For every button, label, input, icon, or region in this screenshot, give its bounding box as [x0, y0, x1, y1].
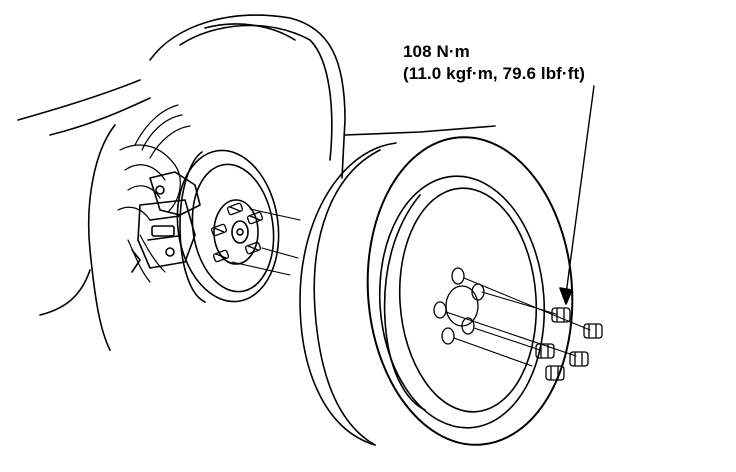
brake-rotor: [176, 149, 280, 303]
bolt-hole-right-lower: [461, 317, 475, 335]
torque-conversion-label: (11.0 kgf·m, 79.6 lbf·ft): [403, 64, 585, 83]
rotor-inner-edge: [191, 163, 275, 293]
arrow-head: [559, 287, 573, 305]
tire-tread-back: [299, 142, 397, 446]
torque-leader-arrow: [559, 85, 595, 305]
wheel-hub: [213, 199, 259, 265]
hub-center: [231, 220, 249, 244]
stud-right-upper: [246, 211, 264, 225]
torque-value-label: 108 N·m: [403, 42, 470, 61]
rotor-thickness: [179, 151, 206, 303]
tire-sidewall-outer: [366, 136, 574, 446]
bumper-edge: [39, 269, 91, 316]
tire-tread-mid: [313, 149, 381, 446]
wheel-tire: [299, 136, 574, 446]
stud-left-upper: [210, 223, 228, 237]
wheel-center-bore: [445, 285, 479, 327]
lug-nut-4: [569, 351, 589, 367]
alignment-lines: [231, 208, 301, 276]
body-line-upper: [17, 79, 141, 121]
lug-nut-1: [551, 307, 571, 323]
rotor-outer-edge: [176, 149, 280, 303]
stud-top: [226, 202, 244, 216]
wheel-studs: [210, 202, 264, 263]
inner-fender-line: [204, 23, 296, 41]
rim-inner: [398, 187, 538, 413]
bolt-hole-left-lower: [441, 327, 455, 345]
body-line-lower: [49, 97, 151, 136]
lug-nut-2: [583, 323, 603, 339]
fender-arch-outer: [149, 14, 346, 179]
wheel-bolt-holes: [433, 267, 485, 345]
hub-flange: [213, 199, 259, 265]
rim-outer: [378, 175, 546, 429]
stud-right-lower: [244, 241, 262, 255]
lug-nut-3: [535, 343, 555, 359]
stud-left-lower: [212, 249, 230, 263]
bolt-hole-top: [451, 267, 465, 285]
brake-caliper: [131, 171, 201, 273]
vehicle-body: [17, 14, 496, 351]
body-crease: [344, 125, 496, 136]
lug-nut-5: [545, 365, 565, 381]
rim-lip: [383, 194, 426, 411]
bolt-hole-left-upper: [433, 301, 447, 319]
lug-nuts: [535, 307, 603, 381]
fender-arch-inner: [179, 24, 333, 161]
body-line-left: [87, 124, 116, 351]
suspension-assembly: [117, 104, 191, 283]
